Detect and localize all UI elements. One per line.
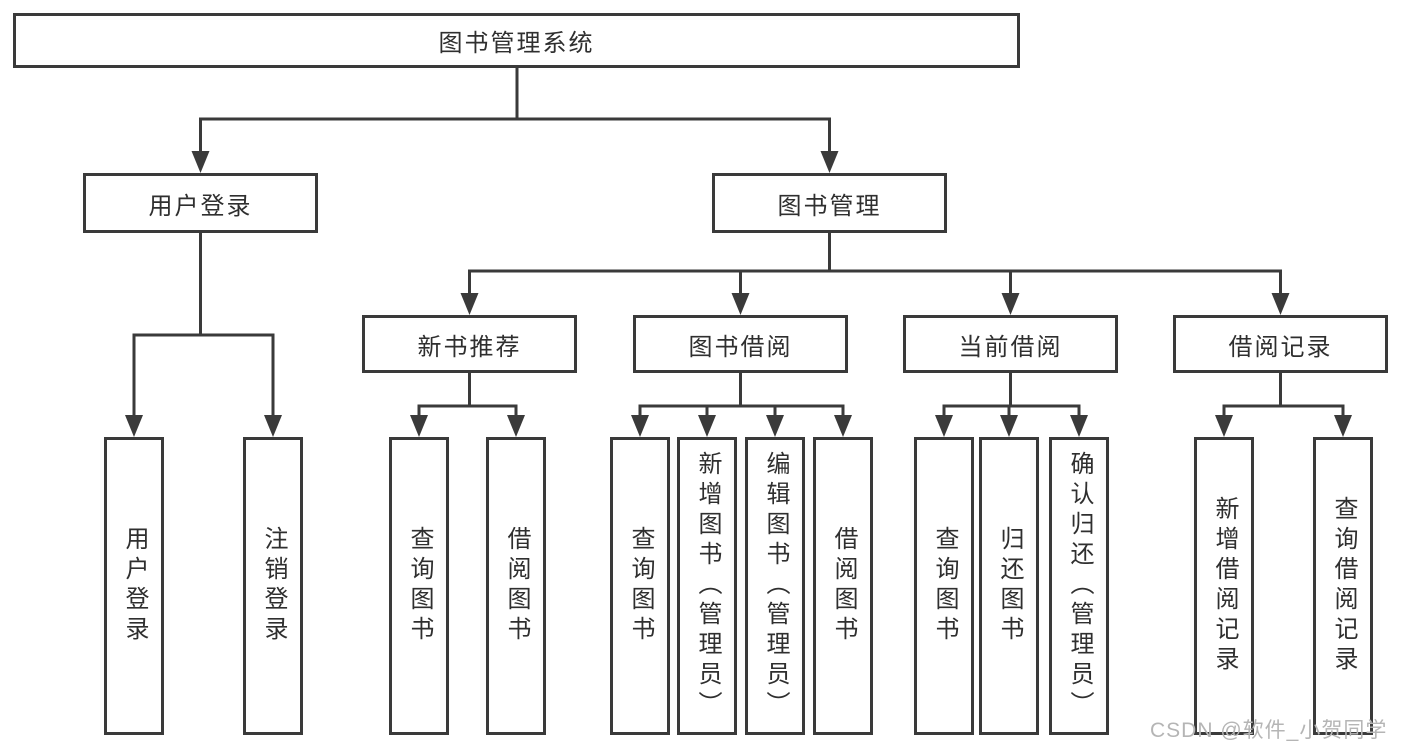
leaf-logout: 注销登录 bbox=[243, 437, 303, 735]
leaf-query-books-borrowing-label: 查询图书 bbox=[627, 526, 654, 646]
leaf-logout-label: 注销登录 bbox=[260, 526, 287, 646]
leaf-add-book-admin: 新增图书（管理员） bbox=[677, 437, 737, 735]
leaf-borrow-books-label: 借阅图书 bbox=[830, 526, 857, 646]
leaf-add-borrow-record: 新增借阅记录 bbox=[1194, 437, 1254, 735]
leaf-query-books-current-label: 查询图书 bbox=[931, 526, 958, 646]
watermark: CSDN @软件_小贺同学 bbox=[1150, 719, 1388, 742]
leaf-query-books-recommend: 查询图书 bbox=[389, 437, 449, 735]
leaf-edit-book-admin-label: 编辑图书（管理员） bbox=[762, 451, 789, 721]
leaf-user-login-label: 用户登录 bbox=[121, 526, 148, 646]
leaf-query-borrow-record: 查询借阅记录 bbox=[1313, 437, 1373, 735]
node-new-book-recommend: 新书推荐 bbox=[362, 315, 577, 373]
leaf-confirm-return-admin-label: 确认归还（管理员） bbox=[1066, 451, 1093, 721]
leaf-edit-book-admin: 编辑图书（管理员） bbox=[745, 437, 805, 735]
leaf-query-books-current: 查询图书 bbox=[914, 437, 974, 735]
leaf-user-login: 用户登录 bbox=[104, 437, 164, 735]
leaf-borrow-books-recommend: 借阅图书 bbox=[486, 437, 546, 735]
leaf-query-books-borrowing: 查询图书 bbox=[610, 437, 670, 735]
node-book-management: 图书管理 bbox=[712, 173, 947, 233]
leaf-query-books-recommend-label: 查询图书 bbox=[406, 526, 433, 646]
node-current-borrowing: 当前借阅 bbox=[903, 315, 1118, 373]
leaf-borrow-books: 借阅图书 bbox=[813, 437, 873, 735]
leaf-return-books-label: 归还图书 bbox=[996, 526, 1023, 646]
arrowheads bbox=[125, 151, 1352, 437]
leaf-add-borrow-record-label: 新增借阅记录 bbox=[1211, 496, 1238, 676]
node-borrowing-records: 借阅记录 bbox=[1173, 315, 1388, 373]
node-library-system: 图书管理系统 bbox=[13, 13, 1020, 68]
leaf-return-books: 归还图书 bbox=[979, 437, 1039, 735]
node-book-borrowing: 图书借阅 bbox=[633, 315, 848, 373]
leaf-borrow-books-recommend-label: 借阅图书 bbox=[503, 526, 530, 646]
leaf-confirm-return-admin: 确认归还（管理员） bbox=[1049, 437, 1109, 735]
leaf-add-book-admin-label: 新增图书（管理员） bbox=[694, 451, 721, 721]
node-user-login: 用户登录 bbox=[83, 173, 318, 233]
leaf-query-borrow-record-label: 查询借阅记录 bbox=[1330, 496, 1357, 676]
